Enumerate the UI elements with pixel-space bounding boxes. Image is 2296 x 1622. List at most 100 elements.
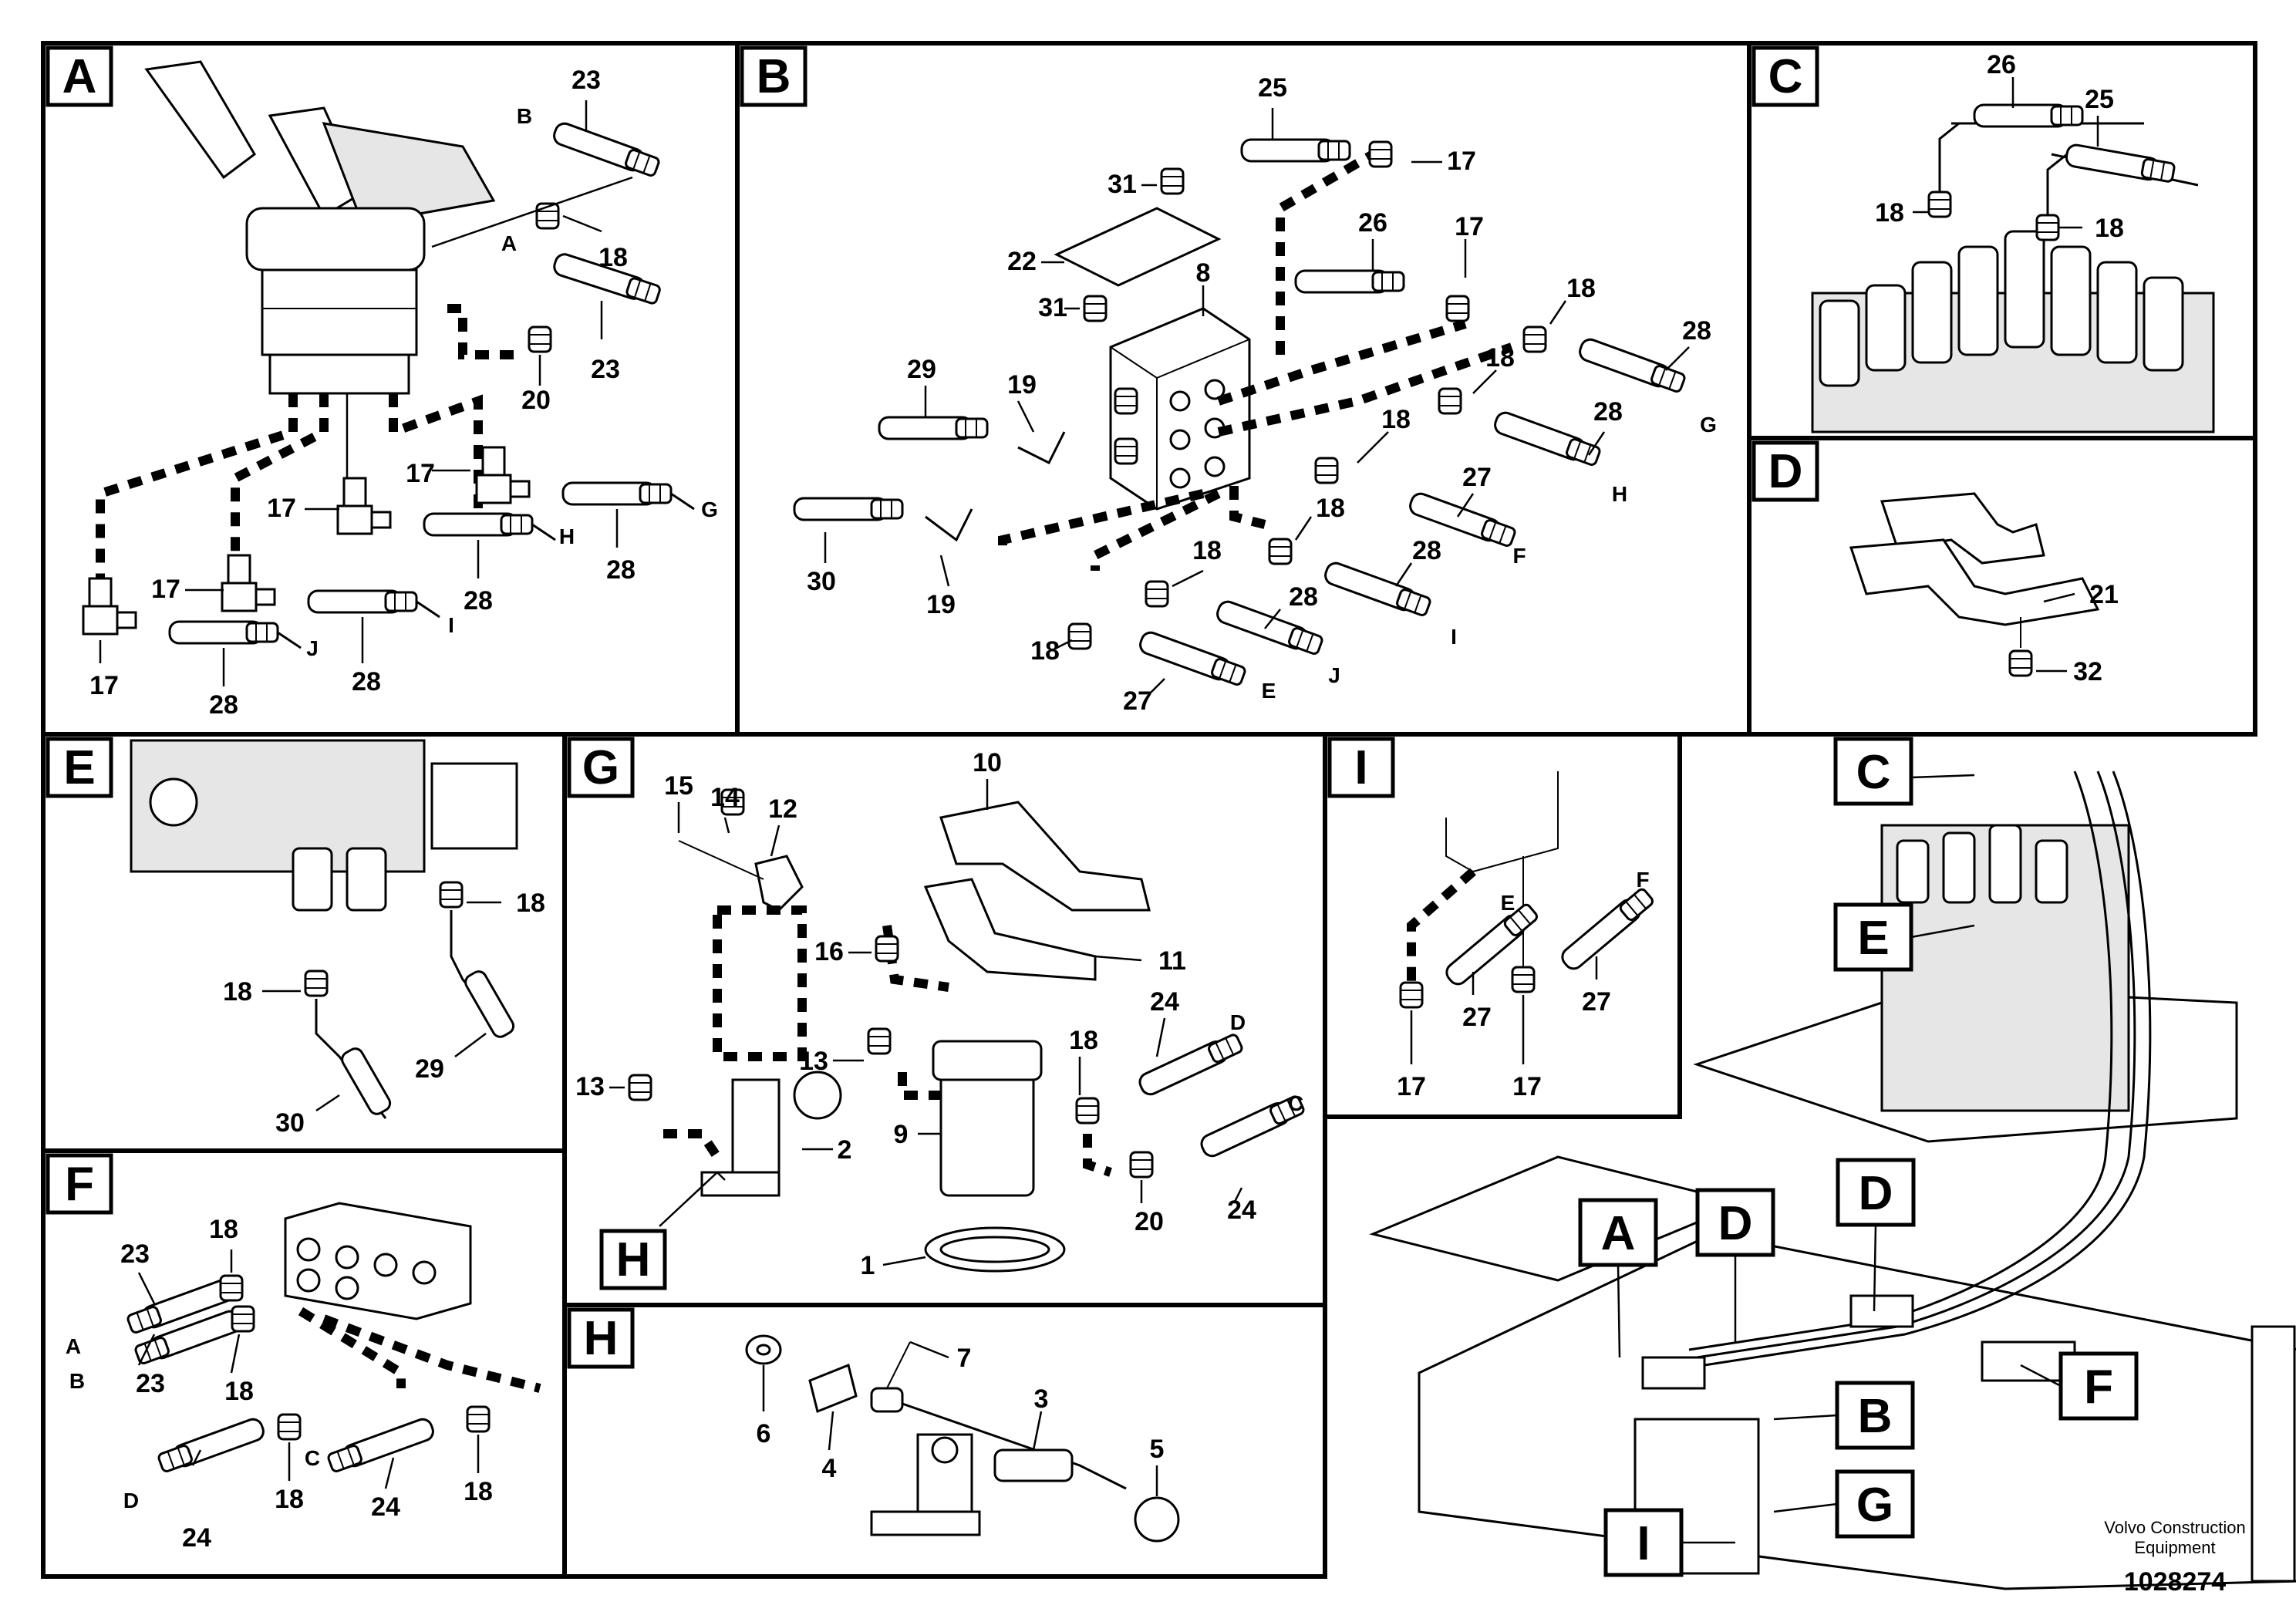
callout: 30 xyxy=(807,567,836,596)
callout: 24 xyxy=(1227,1195,1256,1225)
callout: 25 xyxy=(1258,73,1287,103)
overview-ref: A xyxy=(1601,1207,1636,1260)
callout: 28 xyxy=(209,690,238,720)
panel-e: E 18 18 29 30 xyxy=(46,737,545,1138)
callout: 20 xyxy=(1135,1207,1164,1236)
callout: 4 xyxy=(822,1454,837,1483)
company-name-line1: Volvo Construction xyxy=(2104,1518,2245,1537)
callout: 1 xyxy=(861,1251,875,1280)
callout: 25 xyxy=(2085,85,2114,114)
hose-end-letter: A xyxy=(66,1334,81,1358)
subview-ref-h: H xyxy=(616,1233,651,1286)
callout: 18 xyxy=(223,977,252,1007)
callout: 18 xyxy=(209,1215,238,1244)
panel-a: A xyxy=(46,46,718,720)
callout: 17 xyxy=(267,494,296,523)
callout: 31 xyxy=(1038,293,1067,322)
callout: 17 xyxy=(151,575,180,604)
callout: 17 xyxy=(89,671,119,700)
callout: 26 xyxy=(1358,208,1387,238)
callout: 17 xyxy=(1397,1072,1426,1101)
machine-overview: C E D D A B F G I xyxy=(1369,737,2296,1590)
callout: 23 xyxy=(120,1239,150,1269)
callout: 21 xyxy=(2089,580,2119,609)
panel-g-label: G xyxy=(582,741,619,794)
callout: 29 xyxy=(415,1054,444,1084)
callout: 19 xyxy=(926,590,956,619)
callout: 10 xyxy=(973,748,1002,777)
hose-end-letter: E xyxy=(1262,679,1276,703)
callout: 28 xyxy=(1593,397,1623,427)
panel-d: D 21 32 xyxy=(1752,440,2119,686)
callout: 23 xyxy=(571,66,601,95)
callout: 15 xyxy=(664,771,693,801)
callout: 11 xyxy=(1158,946,1186,976)
drawing-number: 1028274 xyxy=(2124,1567,2226,1597)
callout: 29 xyxy=(907,355,936,384)
callout: 27 xyxy=(1123,686,1152,716)
hose-end-letter: H xyxy=(1612,482,1627,506)
overview-ref: D xyxy=(1718,1197,1753,1250)
callout: 14 xyxy=(710,783,740,812)
callout: 18 xyxy=(516,889,545,918)
overview-ref: B xyxy=(1858,1390,1893,1443)
callout: 18 xyxy=(1030,636,1060,666)
overview-ref: G xyxy=(1856,1479,1893,1532)
callout: 13 xyxy=(575,1072,605,1101)
hose-end-letter: D xyxy=(1230,1010,1246,1034)
hose-end-letter: A xyxy=(501,231,517,255)
callout: 32 xyxy=(2073,657,2102,686)
callout: 18 xyxy=(1192,536,1222,565)
callout: 22 xyxy=(1007,247,1037,276)
callout: 28 xyxy=(352,667,381,696)
callout: 23 xyxy=(591,355,620,384)
overview-ref: I xyxy=(1637,1517,1650,1570)
callout: 24 xyxy=(182,1523,211,1553)
callout: 18 xyxy=(1875,198,1904,228)
callout: 24 xyxy=(1150,987,1179,1017)
callout: 18 xyxy=(1485,343,1515,373)
callout: 8 xyxy=(1196,258,1211,288)
panel-h: H 7 6 4 3 5 xyxy=(567,1307,1180,1543)
callout: 9 xyxy=(894,1120,909,1149)
hose-end-letter: E xyxy=(1501,891,1515,915)
panel-c: C 26 25 18 18 xyxy=(1752,46,2215,433)
callout: 28 xyxy=(464,586,493,615)
callout: 18 xyxy=(1316,494,1345,523)
overview-ref: D xyxy=(1859,1167,1893,1220)
callout: 18 xyxy=(275,1485,304,1514)
panel-c-label: C xyxy=(1768,50,1803,103)
overview-ref: E xyxy=(1857,912,1889,965)
hose-end-letter: F xyxy=(1512,544,1526,568)
callout: 18 xyxy=(224,1377,254,1406)
company-name-line2: Equipment xyxy=(2134,1538,2215,1557)
callout: 17 xyxy=(1455,212,1484,241)
overview-ref: C xyxy=(1856,746,1891,799)
callout: 7 xyxy=(957,1344,972,1373)
hose-end-letter: C xyxy=(1288,1091,1303,1115)
drawing-footer: Volvo Construction Equipment 1028274 xyxy=(2104,1518,2245,1597)
callout: 19 xyxy=(1007,370,1037,400)
callout: 28 xyxy=(606,555,636,585)
callout: 27 xyxy=(1462,1003,1492,1032)
callout: 18 xyxy=(1566,274,1596,303)
callout: 20 xyxy=(521,386,551,415)
hose-end-letter: I xyxy=(1451,625,1457,649)
hose-end-letter: G xyxy=(1700,413,1717,437)
callout: 18 xyxy=(1069,1026,1098,1055)
callout: 18 xyxy=(2095,214,2124,243)
hose-end-letter: H xyxy=(559,524,575,548)
hose-end-letter: F xyxy=(1636,868,1649,892)
callout: 2 xyxy=(838,1135,852,1165)
hose-end-letter: C xyxy=(305,1446,320,1470)
panel-i-label: I xyxy=(1354,741,1367,794)
callout: 5 xyxy=(1150,1435,1165,1464)
callout: 18 xyxy=(1381,405,1411,434)
panel-a-label: A xyxy=(62,50,97,103)
callout: 13 xyxy=(799,1047,828,1076)
callout: 27 xyxy=(1462,463,1492,492)
callout: 28 xyxy=(1289,582,1318,612)
callout: 12 xyxy=(768,794,797,824)
callout: 17 xyxy=(1447,147,1476,176)
callout: 28 xyxy=(1412,536,1441,565)
